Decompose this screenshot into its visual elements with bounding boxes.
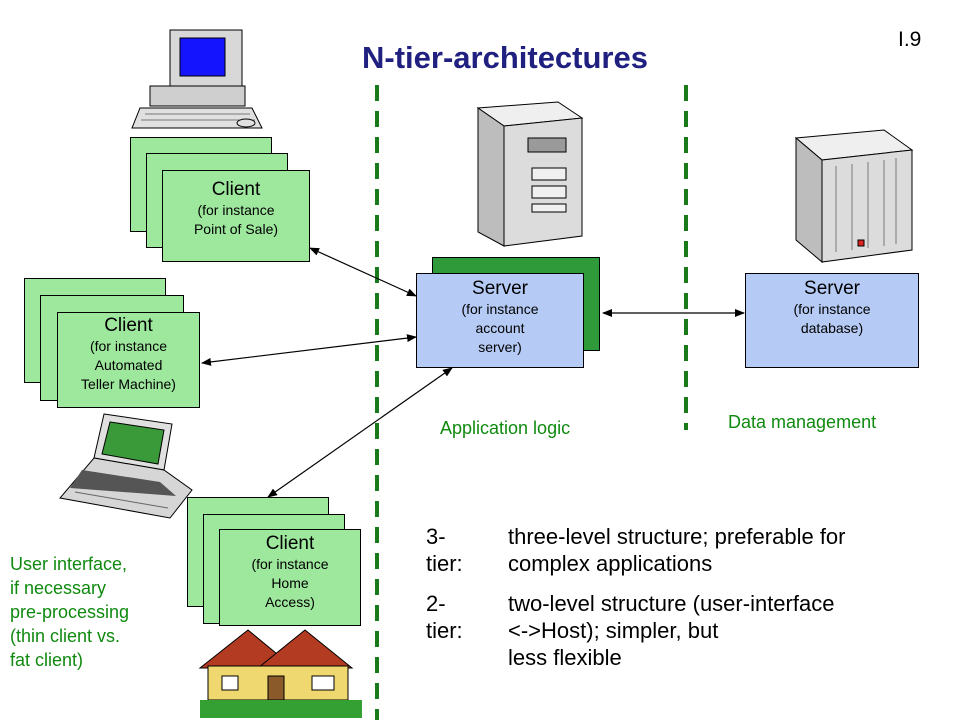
client-home-title: Client — [265, 533, 315, 554]
client-home-text: (for instance Home Access) — [251, 556, 329, 610]
tier-3-key: 3-tier: — [426, 524, 463, 576]
app-server-title: Server — [472, 278, 528, 299]
application-logic-label: Application logic — [440, 418, 571, 438]
db-server-card: Server (for instance database) — [745, 273, 919, 368]
client-pos-card: Client (for instance Point of Sale) — [162, 170, 310, 262]
arrow-atm-server — [201, 334, 417, 366]
app-server-card: Server (for instance account server) — [416, 273, 584, 368]
client-atm-title: Client — [104, 315, 153, 336]
database-cabinet-icon — [794, 129, 914, 264]
page-title: N-tier-architectures — [362, 40, 648, 75]
db-server-title: Server — [804, 278, 860, 299]
tier-2-key: 2-tier: — [426, 591, 463, 643]
client-home-card: Client (for instance Home Access) — [219, 529, 361, 626]
data-management-label: Data management — [728, 412, 877, 432]
house-icon — [198, 629, 362, 718]
page-number: I.9 — [898, 28, 922, 51]
arrow-home-server — [267, 367, 453, 498]
arrow-pos-server — [309, 247, 417, 297]
user-interface-note: User interface, if necessary pre-process… — [10, 554, 130, 670]
client-pos-text: (for instance Point of Sale) — [193, 202, 279, 237]
app-server-text: (for instance account server) — [461, 301, 539, 355]
db-server-text: (for instance database) — [793, 301, 871, 336]
laptop-computer-icon — [59, 413, 193, 519]
server-tower-icon — [476, 101, 584, 247]
desktop-computer-icon — [131, 29, 263, 129]
client-atm-text: (for instance Automated Teller Machine) — [81, 338, 176, 392]
client-pos-title: Client — [211, 179, 261, 200]
tier-3-desc: three-level structure; preferable for co… — [508, 524, 846, 576]
client-atm-card: Client (for instance Automated Teller Ma… — [57, 312, 200, 408]
tier-2-desc: two-level structure (user-interface <->H… — [508, 591, 835, 670]
